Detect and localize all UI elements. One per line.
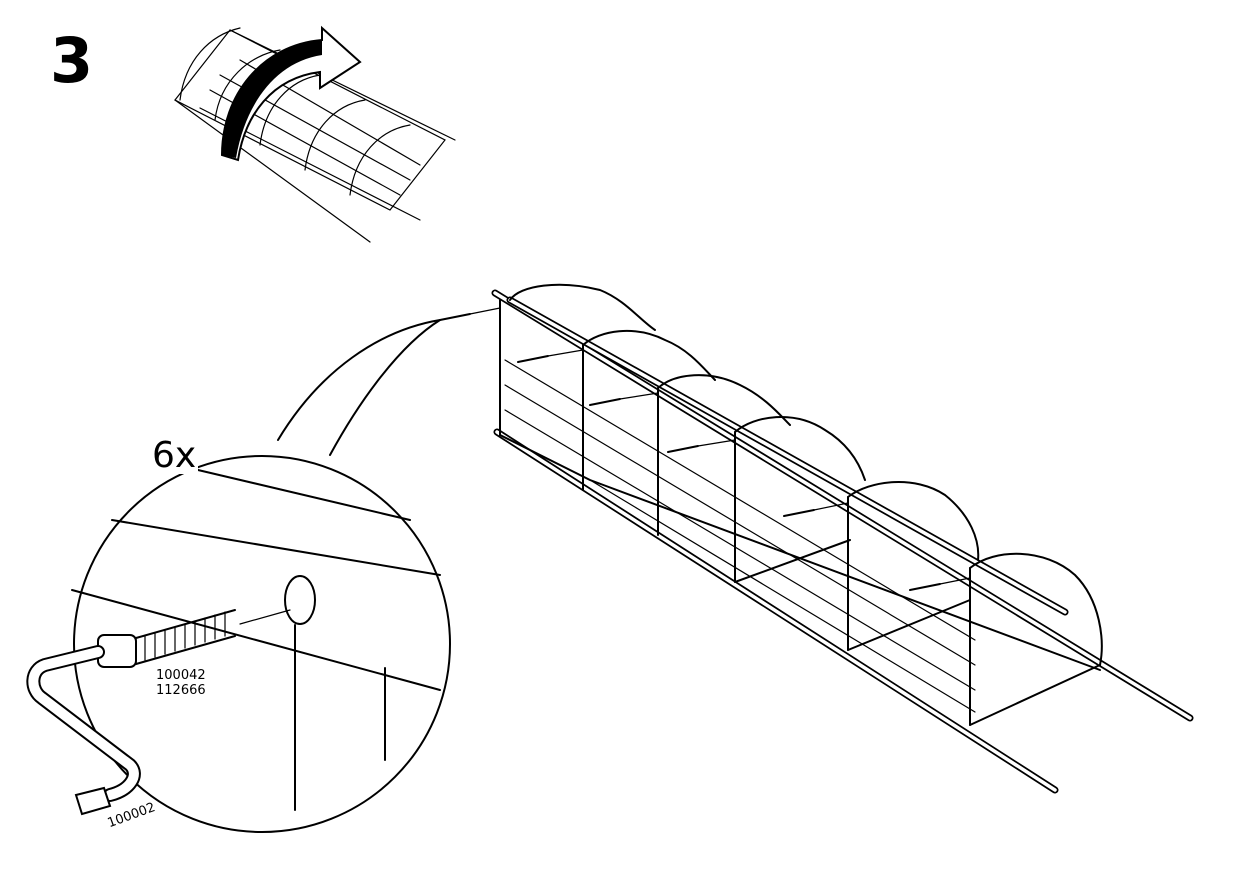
bolt-icon [667, 445, 699, 453]
bolt-icon [439, 313, 471, 321]
bolt-part-number: 100042 [156, 668, 206, 683]
allen-key-icon [26, 645, 141, 816]
bolt-part-number-alt: 112666 [156, 683, 206, 698]
rack-frame-icon [491, 283, 1194, 794]
step-number: 3 [50, 24, 94, 97]
detail-callout [71, 319, 451, 833]
bolt-icon [783, 509, 815, 517]
bolt-icon [909, 583, 941, 591]
flip-arrow-icon [220, 25, 362, 162]
quantity-label: 6x [150, 435, 199, 476]
bolt-icon [589, 398, 621, 406]
bolt-icon [517, 355, 549, 363]
bolt-detail-icon [97, 609, 291, 668]
frame-bolts [439, 307, 971, 591]
